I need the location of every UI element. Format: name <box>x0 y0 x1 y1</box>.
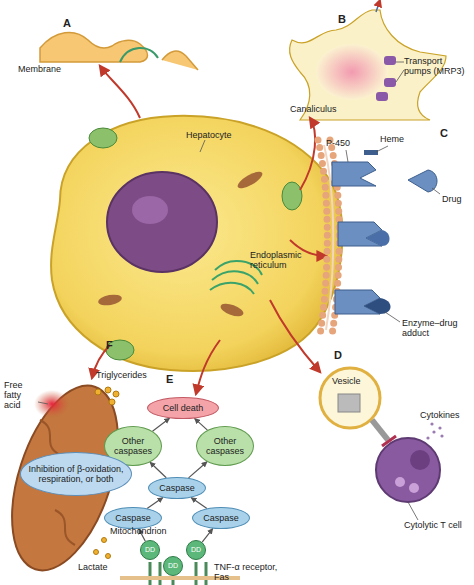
cytokine-dots <box>426 422 443 439</box>
callout-label: Canaliculus <box>290 104 337 114</box>
panel-letter: D <box>334 350 342 360</box>
leader-line <box>346 146 440 322</box>
granule <box>395 477 405 487</box>
mitochondrion-small <box>97 293 122 307</box>
callout-label: Hepatocyte <box>186 130 232 140</box>
panel-letter: E <box>166 374 173 384</box>
callout-label: Drug <box>442 194 462 204</box>
signal-arrow <box>191 498 207 509</box>
death-domain-circle: DD <box>163 556 183 576</box>
nucleolus <box>132 196 168 224</box>
mitochondrion-small <box>235 169 264 192</box>
arrow-green <box>120 48 158 62</box>
node-text: Caspase <box>159 483 195 493</box>
panel-letter: A <box>63 18 71 28</box>
node-text: Caspase <box>115 513 151 523</box>
lipid-bilayer <box>318 140 327 335</box>
node-text: DD <box>145 545 155 555</box>
transport-pump <box>384 56 396 65</box>
signal-arrow <box>189 462 208 478</box>
immune-panel <box>320 368 444 520</box>
hepatocyte <box>51 116 342 371</box>
death-domain-circle: DD <box>140 540 160 560</box>
cell-death-ellipse: Cell death <box>147 397 219 419</box>
callout-label: Free fatty acid <box>4 380 40 410</box>
signal-arrow <box>195 418 208 430</box>
signal-arrow <box>150 462 166 478</box>
membrane-bleb <box>40 32 198 70</box>
panel-arrows <box>92 66 326 394</box>
callout-label: Heme <box>380 134 404 144</box>
bile-canaliculus <box>106 340 134 360</box>
transport-pump <box>384 78 396 87</box>
callout-label: Mitochondrion <box>110 526 167 536</box>
mitochondrion-panel <box>0 372 138 583</box>
death-domain-circle: DD <box>186 540 206 560</box>
p450-enzyme <box>332 162 376 186</box>
signal-arrow <box>147 498 163 509</box>
leader-line <box>396 62 404 82</box>
callout-label: Lactate <box>78 562 108 572</box>
node-text: Inhibition of β-oxidation, respiration, … <box>21 464 131 484</box>
callout-label: Vesicle <box>332 376 361 386</box>
mitochondrion <box>0 372 138 583</box>
node-text: Other caspases <box>105 436 161 456</box>
panel-letter: B <box>338 14 346 24</box>
node-text: Caspase <box>203 513 239 523</box>
panel-arrow <box>270 300 320 372</box>
bleb-shape <box>40 32 148 62</box>
callout-label: P-450 <box>326 138 350 148</box>
caspase-ellipse: Caspase <box>104 507 162 529</box>
callout-label: TNF-α receptor, Fas <box>214 562 294 582</box>
callout-label: Endoplasmic reticulum <box>250 250 322 270</box>
node-text: DD <box>168 561 178 571</box>
callout-label: Cytokines <box>420 410 460 420</box>
heme <box>364 150 378 155</box>
node-text: Cell death <box>163 403 204 413</box>
callout-label: Membrane <box>18 64 61 74</box>
callout-label: Enzyme–drug adduct <box>402 318 464 338</box>
signal-arrow <box>202 529 213 543</box>
caspase-group-ellipse: Other caspases <box>196 426 254 466</box>
inhibition-ellipse: Inhibition of β-oxidation, respiration, … <box>20 452 132 496</box>
caspase-ellipse: Caspase <box>148 477 206 499</box>
mhc-bridge <box>372 420 388 440</box>
node-text: Other caspases <box>197 436 253 456</box>
node-text: DD <box>191 545 201 555</box>
panel-arrow <box>196 340 220 394</box>
endoplasmic-reticulum-panel <box>318 140 440 335</box>
antigen <box>338 394 360 412</box>
panel-letter: F <box>106 340 113 350</box>
leader-line <box>200 140 205 152</box>
bleb-shape <box>162 51 198 70</box>
bile-canaliculus <box>282 182 302 210</box>
panel-letter: C <box>440 128 448 138</box>
vesicle <box>320 368 380 428</box>
nucleus <box>107 172 217 272</box>
flow-arrow <box>376 0 380 12</box>
bile-glow <box>316 44 388 100</box>
leader-line <box>408 502 418 520</box>
signal-arrow <box>152 418 169 431</box>
bile-canaliculus <box>89 128 117 148</box>
panel-arrow <box>100 66 140 118</box>
callout-label: Transport pumps (MRP3) <box>404 56 470 76</box>
panel-arrow <box>300 118 315 190</box>
bound-drug <box>366 230 390 246</box>
cell-body <box>51 116 342 371</box>
fatty-acid-entry <box>34 390 70 418</box>
mitochondrion-small <box>219 301 245 319</box>
cytolytic-t-cell <box>376 438 440 502</box>
callout-label: Cytolytic T cell <box>404 520 464 530</box>
t-cell-nucleus <box>410 450 430 470</box>
enzyme-drug-adduct <box>364 298 391 314</box>
callout-label: Triglycerides <box>96 370 147 380</box>
caspase-ellipse: Caspase <box>192 507 250 529</box>
transport-pump <box>376 92 388 101</box>
leader-line <box>38 402 48 404</box>
granule <box>409 483 419 493</box>
